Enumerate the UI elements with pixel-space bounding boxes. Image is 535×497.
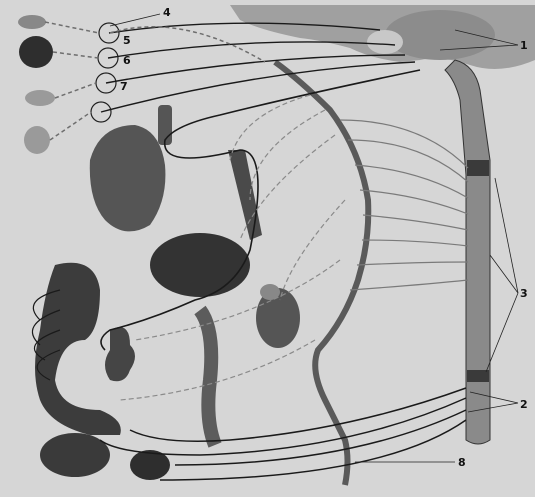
spinal-cord [445, 60, 490, 444]
small-intestine [105, 327, 135, 381]
heart [90, 125, 166, 231]
spinal-segment-thoracic [467, 160, 489, 176]
label-8: 8 [458, 456, 466, 469]
stomach [150, 233, 250, 297]
label-2: 2 [520, 398, 528, 411]
label-5: 5 [123, 34, 131, 47]
sympathetic-rami [340, 120, 468, 290]
label-6: 6 [123, 54, 131, 67]
label-1: 1 [520, 39, 528, 52]
label-7: 7 [120, 80, 128, 93]
head-postganglionic-fibers [45, 22, 265, 140]
lacrimal-gland [18, 15, 46, 29]
large-intestine [35, 263, 121, 435]
aorta [200, 310, 215, 445]
bronchus [228, 150, 262, 240]
parotid-gland [25, 90, 55, 106]
eye [19, 36, 53, 68]
label-4: 4 [163, 6, 171, 19]
salivary-gland [24, 126, 50, 154]
label-3: 3 [520, 287, 528, 300]
bladder [40, 433, 110, 477]
brain [230, 5, 535, 69]
